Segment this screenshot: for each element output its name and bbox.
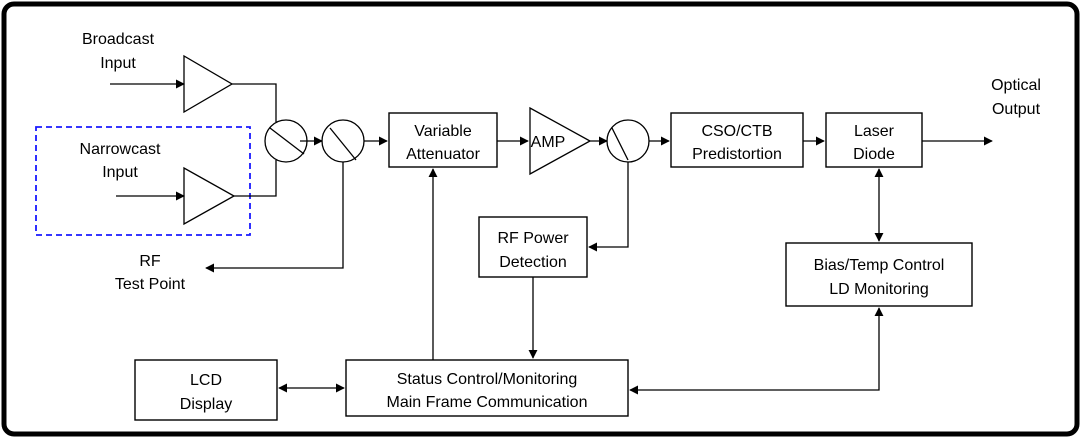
svg-text:RF Power: RF Power <box>497 230 569 247</box>
broadcast-to-combiner <box>232 83 277 122</box>
svg-text:Bias/Temp Control: Bias/Temp Control <box>814 257 945 274</box>
svg-text:Narrowcast: Narrowcast <box>80 141 161 158</box>
rf-test-point-label: RF Test Point <box>115 253 186 293</box>
cso-ctb-predistortion-box <box>670 112 804 168</box>
lcd-display-box <box>134 359 278 421</box>
optical-output-label: Optical Output <box>991 77 1041 118</box>
svg-text:Predistortion: Predistortion <box>692 146 782 163</box>
laser-diode-label: Laser Diode <box>853 123 895 163</box>
bias-temp-control-label: Bias/Temp Control LD Monitoring <box>814 257 945 298</box>
svg-text:Detection: Detection <box>499 254 567 271</box>
variable-attenuator-label: Variable Attenuator <box>406 123 481 163</box>
lcd-display-label: LCD Display <box>180 372 232 413</box>
coupler-to-detection <box>588 162 629 252</box>
test-point-coupler-line <box>329 127 357 161</box>
detection-coupler <box>606 119 650 163</box>
bias-temp-control-box <box>785 242 973 307</box>
main-amplifier <box>529 106 592 176</box>
rf-power-detection-label: RF Power Detection <box>497 230 569 271</box>
svg-text:Main Frame Communication: Main Frame Communication <box>387 394 588 411</box>
rf-power-detection-box <box>478 216 588 278</box>
detection-coupler-line <box>611 127 629 161</box>
svg-text:Diode: Diode <box>853 146 895 163</box>
svg-text:Test Point: Test Point <box>115 276 186 293</box>
cso-ctb-predistortion-label: CSO/CTB Predistortion <box>692 123 782 163</box>
narrowcast-input-label: Narrowcast Input <box>80 141 161 181</box>
svg-text:LCD: LCD <box>190 372 222 389</box>
rf-test-point-line <box>205 162 344 273</box>
svg-text:CSO/CTB: CSO/CTB <box>701 123 772 140</box>
narrowcast-group-highlight <box>35 126 251 236</box>
test-point-coupler <box>321 119 365 163</box>
laser-diode-box <box>825 112 923 168</box>
svg-text:Variable: Variable <box>414 123 472 140</box>
broadcast-input-label: Broadcast Input <box>82 31 155 72</box>
amp-label: AMP <box>531 134 566 151</box>
svg-text:Laser: Laser <box>854 123 895 140</box>
combiner-coupler-line <box>269 127 305 155</box>
variable-attenuator-box <box>388 112 498 168</box>
svg-text:LD Monitoring: LD Monitoring <box>829 281 929 298</box>
svg-text:Input: Input <box>100 55 136 72</box>
narrowcast-to-combiner <box>234 160 277 197</box>
svg-text:Output: Output <box>992 101 1041 118</box>
svg-text:Optical: Optical <box>991 77 1041 94</box>
status-control-label: Status Control/Monitoring Main Frame Com… <box>387 371 588 411</box>
svg-text:Attenuator: Attenuator <box>406 146 481 163</box>
svg-text:RF: RF <box>139 253 161 270</box>
status-control-box <box>345 359 629 417</box>
svg-text:Status Control/Monitoring: Status Control/Monitoring <box>397 371 578 388</box>
svg-text:Broadcast: Broadcast <box>82 31 155 48</box>
svg-text:Input: Input <box>102 164 138 181</box>
status-bias-link <box>629 307 884 395</box>
svg-text:Display: Display <box>180 396 232 413</box>
